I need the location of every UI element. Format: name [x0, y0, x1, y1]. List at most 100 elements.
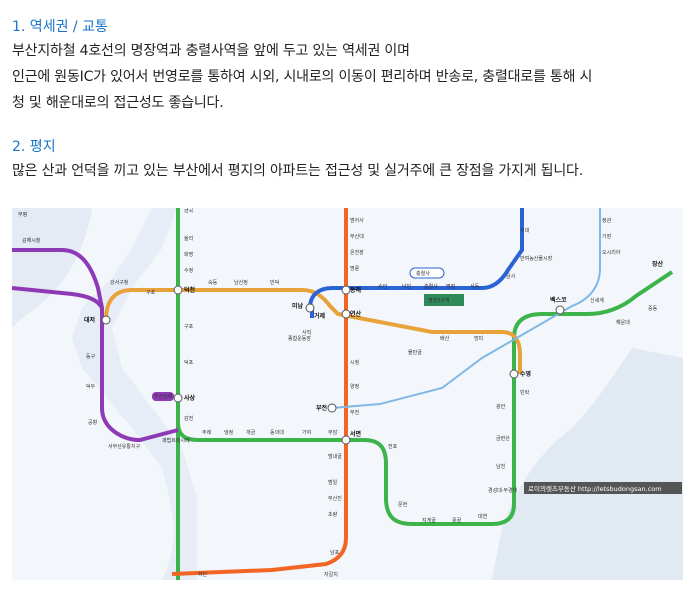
station-mandeok: 만덕	[270, 279, 279, 286]
station-suan: 수안	[378, 283, 388, 290]
station-jeongwan: 정관	[602, 217, 612, 224]
paragraph-transport-line-3: 청 및 해운대로의 접근성도 좋습니다.	[12, 95, 224, 111]
station-seomyeon: 서면	[350, 430, 361, 438]
station-busandaehak: 부산대	[350, 233, 364, 240]
station-sasang: 사상	[184, 394, 196, 402]
line1	[171, 208, 348, 576]
station-geumnyeonsan: 금련산	[496, 435, 510, 442]
badge-chungnyeolsa-text: 충렬사	[416, 270, 430, 277]
station-deokpo: 덕포	[184, 359, 194, 366]
station-seokdae: 석대	[520, 227, 530, 234]
station-bujeonb: 부전	[350, 409, 360, 416]
station-gupo: 구포	[146, 290, 156, 296]
station-deokcheon: 덕천	[184, 286, 196, 294]
station-gijang: 기장	[602, 233, 612, 240]
station-osiria: 오시리아	[602, 249, 621, 256]
station-beomeosa: 범어사	[350, 217, 364, 224]
sea-area	[492, 348, 683, 580]
station-jung: 중동	[648, 306, 658, 312]
line2-east	[512, 270, 674, 374]
station-jurye: 주례	[202, 429, 212, 436]
node-daejeo	[101, 315, 111, 325]
station-nakmin: 낙민	[402, 283, 412, 290]
station-motgol: 못골	[452, 518, 462, 524]
subway-map-svg: 덕천 사상 동래 연산 서면 미남 수영 대저 벡스코 장산 거제 부전 부평 …	[12, 208, 683, 580]
station-bupyeong: 부평	[18, 211, 27, 218]
station-beomnaegol: 범내골	[328, 453, 342, 460]
station-jangsan: 장산	[652, 260, 664, 268]
station-gangseo: 강서구청	[110, 279, 128, 286]
badge-bgl-text: 부산김해	[154, 393, 173, 400]
paragraph-transport-line-1: 부산지하철 4호선의 명장역과 충렬사역을 앞에 두고 있는 역세권 이며	[12, 43, 410, 59]
station-daejeo: 대저	[84, 316, 95, 324]
station-geoje: 거제	[314, 312, 326, 320]
station-oncheonjang: 온천장	[350, 249, 364, 256]
station-geumsa: 금사	[506, 273, 516, 280]
station-baesan: 배산	[440, 335, 450, 342]
station-chungnyeolsa: 충렬사	[424, 283, 438, 290]
station-gwaebeop: 괘법르네시떼	[162, 437, 190, 444]
section-heading-flat: 2. 평지	[12, 139, 56, 155]
node-yeonsan	[341, 309, 351, 319]
node-bexco	[555, 305, 565, 315]
transfer-nodes	[101, 285, 565, 445]
station-yulli: 율리	[184, 235, 193, 242]
station-naengjeong: 냉정	[224, 429, 233, 436]
station-millak: 민락	[520, 389, 530, 396]
badge-bgl	[152, 392, 174, 401]
station-dongnae: 동래	[350, 286, 362, 294]
station-sinsego: 신세계	[590, 297, 604, 304]
subway-map: 덕천 사상 동래 연산 서면 미남 수영 대저 벡스코 장산 거제 부전 부평 …	[12, 208, 683, 580]
station-myeongjang: 명장	[446, 283, 456, 290]
node-seomyeon	[341, 435, 351, 445]
station-kyungsung: 경성대·부경대	[488, 487, 518, 494]
station-bujeon: 부전	[316, 404, 328, 412]
station-gaya: 가야	[302, 429, 312, 436]
station-seodong: 서동	[470, 283, 480, 290]
station-beomil: 범일	[328, 479, 338, 486]
node-minam	[305, 303, 315, 313]
nakdong-river	[72, 208, 197, 580]
station-sukdeung: 숙등	[208, 279, 218, 286]
station-deungu: 등구	[86, 354, 96, 360]
station-geumgok: 금곡	[184, 208, 194, 214]
river-area	[12, 208, 92, 328]
station-munhyeon: 문현	[398, 501, 408, 508]
station-seongseo: 서부산유통지구	[108, 443, 141, 450]
station-yeonsan: 연산	[350, 310, 362, 318]
line4	[308, 208, 524, 309]
station-gimhaeairport: 공항	[88, 419, 98, 426]
station-buam: 부암	[328, 429, 338, 436]
station-gaegeum: 개금	[246, 429, 256, 436]
station-hwamyeong: 화명	[184, 251, 193, 258]
badge-mj-text: 명장5구역	[428, 297, 450, 304]
section-heading-transport: 1. 역세권 / 교통	[12, 19, 108, 35]
bgl-branch	[12, 286, 104, 310]
station-sirak: 시청	[350, 360, 359, 366]
station-yangjeong: 양정	[350, 383, 359, 390]
station-myeongnyun: 명륜	[350, 265, 360, 272]
station-mulmangol: 물만골	[408, 349, 422, 356]
node-deokcheon	[173, 285, 183, 295]
station-namcheon: 남천	[496, 463, 506, 470]
station-gimhae: 김해시청	[22, 237, 40, 244]
watermark-text: 로이의렛츠부동산 http://letsbudongsan.com	[528, 484, 662, 493]
station-haeundae: 해운대	[616, 319, 630, 326]
station-sajik: 사직	[302, 329, 311, 336]
station-dongeui: 동의대	[270, 429, 284, 436]
badge-mj	[424, 294, 464, 306]
station-nampo: 남포	[330, 549, 340, 556]
donghae-line	[331, 208, 601, 409]
station-deokdu: 덕두	[86, 383, 96, 390]
station-bexco: 벡스코	[550, 296, 567, 304]
station-mangmi: 망미	[474, 335, 483, 342]
paragraph-transport-line-2: 인근에 원동IC가 있어서 번영로를 통하여 시외, 시내로의 이동이 편리하며…	[12, 69, 593, 85]
line2-curve	[176, 374, 516, 526]
station-busanjin: 부산진	[328, 495, 342, 502]
station-suyeong: 수영	[520, 370, 531, 378]
station-gamjeon: 감전	[184, 415, 194, 422]
station-jagalchi: 자갈치	[324, 571, 338, 578]
node-dongnae	[341, 285, 351, 295]
paragraph-flat-line-1: 많은 산과 언덕을 끼고 있는 부산에서 평지의 아파트는 접근성 및 실거주에…	[12, 163, 583, 179]
